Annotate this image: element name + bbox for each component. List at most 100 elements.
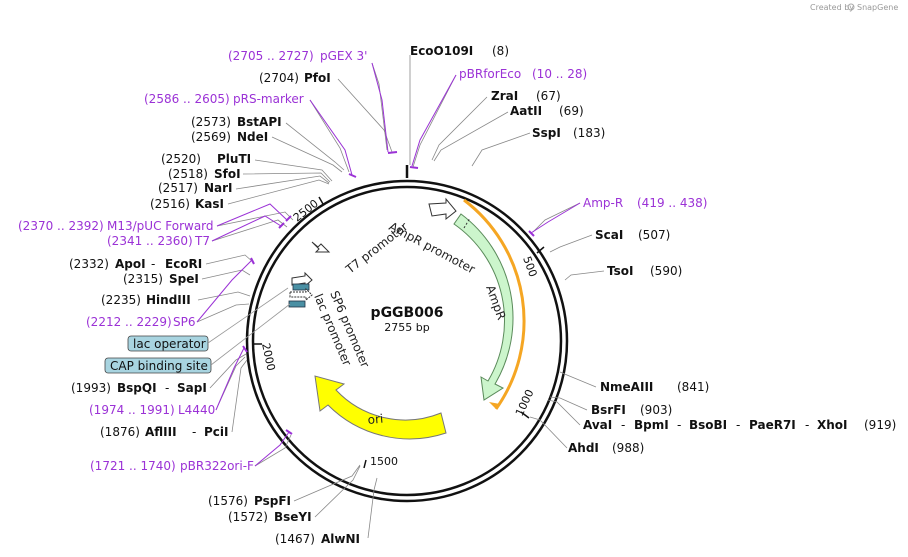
credit-text: Created by [810, 3, 854, 12]
label-pos-pbrforeco: (10 .. 28) [532, 67, 587, 81]
plasmid-name: pGGB006 [371, 305, 444, 321]
label-name-scai: ScaI [595, 228, 623, 242]
label-name-prs-marker: pRS-marker [233, 92, 304, 106]
tick-label-2000: 2000 [259, 342, 278, 372]
label-pos-aatii: (69) [559, 104, 584, 118]
label-pos-ndei: (2569) [191, 130, 231, 144]
label-name-pbr322ori: pBR322ori-F [180, 459, 254, 473]
label-sep-bspqi: - [165, 381, 169, 395]
label-name-ecori: EcoRI [165, 257, 202, 271]
ampr-promoter-arrow [428, 197, 457, 221]
label-name-bspqi: BspQI [117, 381, 157, 395]
lac-operator-tag [127, 335, 209, 352]
label-pos-nari: (2517) [158, 181, 198, 195]
label-pos-pspfi: (1576) [208, 494, 248, 508]
label-pos-apoi: (2332) [69, 257, 109, 271]
label-name-nari: NarI [204, 181, 233, 195]
label-name-pfoi: PfoI [304, 71, 331, 85]
label-pos-sp6: (2212 .. 2229) [86, 315, 172, 329]
ori-feature-arrow[interactable] [314, 375, 447, 440]
label-pos-pluti: (2520) [161, 152, 201, 166]
label-sep-1: - [621, 418, 625, 432]
label-name-avai: AvaI [583, 418, 612, 432]
label-name-sspi: SspI [532, 126, 561, 140]
label-sep-apoi: - [151, 257, 155, 271]
label-name-bsrfi: BsrFI [591, 403, 626, 417]
label-pos-pgex3: (2705 .. 2727) [228, 49, 314, 63]
label-pos-avai-group: (919) [864, 418, 896, 432]
label-pos-nmeaiii: (841) [677, 380, 709, 394]
label-name-amp-r: Amp-R [583, 196, 623, 210]
label-name-bpmi: BpmI [634, 418, 669, 432]
label-name-bsobi: BsoBI [689, 418, 727, 432]
label-pos-spei: (2315) [123, 272, 163, 286]
label-pos-tsoi: (590) [650, 264, 682, 278]
label-pos-alwni: (1467) [275, 532, 315, 546]
label-name-alwni: AlwNI [321, 532, 360, 546]
primer-leader-lines [196, 62, 581, 467]
right-leader-lines [409, 55, 605, 449]
label-sep-2: - [677, 418, 681, 432]
label-name-pluti: PluTI [217, 152, 251, 166]
label-name-xhoi: XhoI [817, 418, 848, 432]
label-name-kasi: KasI [195, 197, 224, 211]
label-name-zrai: ZraI [491, 89, 518, 103]
cap-binding-leader [210, 303, 291, 366]
label-name-pspfi: PspFI [254, 494, 291, 508]
t7-promoter-arrow [311, 241, 331, 253]
backbone-inner-circle [251, 185, 563, 497]
label-pos-pbr322ori: (1721 .. 1740) [90, 459, 176, 473]
tick-mark [363, 459, 367, 469]
label-name-bseyi: BseYI [274, 510, 312, 524]
label-pos-kasi: (2516) [150, 197, 190, 211]
label-pos-afliii: (1876) [100, 425, 140, 439]
label-name-ecoo109i: EcoO109I [410, 44, 473, 58]
backbone-outer-circle [245, 179, 569, 503]
label-name-nmeaiii: NmeAIII [600, 380, 653, 394]
tick-mark [536, 246, 545, 254]
amp-r-primer-arrowhead [489, 402, 500, 409]
label-pos-bseyi: (1572) [228, 510, 268, 524]
amp-r-primer-arc [463, 198, 526, 410]
label-name-m13: M13/pUC Forward [107, 219, 214, 233]
ori-label: ori [367, 412, 384, 427]
label-name-l4440: L4440 [178, 403, 215, 417]
label-pos-ecoo109i: (8) [492, 44, 509, 58]
tick-mark [520, 411, 530, 419]
ampr-feature-arrow[interactable] [453, 213, 514, 401]
tick-label-1500: 1500 [370, 455, 398, 468]
lac-operator-tag-label: lac operator [133, 337, 206, 351]
label-pos-m13: (2370 .. 2392) [18, 219, 104, 233]
plasmid-size: 2755 bp [384, 321, 429, 334]
tick-label-1000: 1000 [513, 387, 537, 418]
label-pos-bspqi: (1993) [71, 381, 111, 395]
label-name-paer7i: PaeR7I [749, 418, 796, 432]
label-name-aatii: AatII [510, 104, 542, 118]
label-name-tsoi: TsoI [607, 264, 633, 278]
label-name-pbrforeco: pBRforEco [459, 67, 521, 81]
label-pos-amp-r: (419 .. 438) [637, 196, 707, 210]
label-pos-bstapi: (2573) [191, 115, 231, 129]
label-name-bstapi: BstAPI [237, 115, 282, 129]
lac-promoter-arrow [289, 287, 313, 302]
tick-mark [318, 196, 324, 205]
label-name-sfoi: SfoI [214, 167, 241, 181]
label-pos-bsrfi: (903) [640, 403, 672, 417]
label-pos-zrai: (67) [536, 89, 561, 103]
label-pos-hindiii: (2235) [101, 293, 141, 307]
t7-promoter-label: T7 promoter [342, 219, 410, 277]
label-pos-t7: (2341 .. 2360) [107, 234, 193, 248]
cap-binding-box [288, 300, 306, 308]
label-sep-afliii: - [192, 425, 196, 439]
label-pos-prs-marker: (2586 .. 2605) [144, 92, 230, 106]
tick-label-2500: 2500 [291, 197, 321, 224]
lac-operator-leader [207, 287, 289, 344]
label-pos-pfoi: (2704) [259, 71, 299, 85]
label-sep-3: - [736, 418, 740, 432]
cap-binding-tag [104, 357, 212, 374]
label-name-hindiii: HindIII [146, 293, 191, 307]
cap-binding-tag-label: CAP binding site [110, 359, 208, 373]
label-name-sp6: SP6 [173, 315, 196, 329]
label-name-spei: SpeI [169, 272, 199, 286]
